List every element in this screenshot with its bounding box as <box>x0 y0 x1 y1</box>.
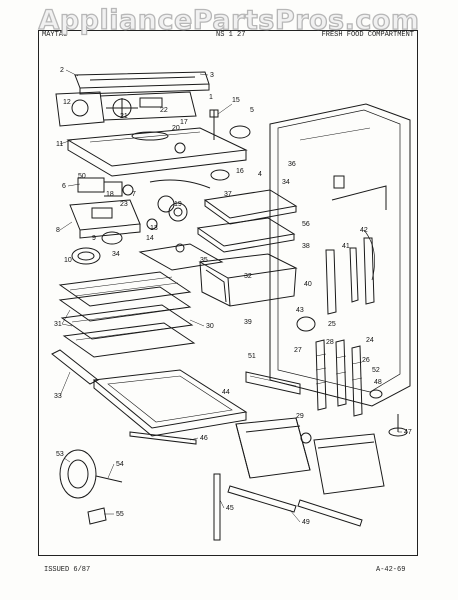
callout-28: 28 <box>326 339 334 346</box>
callout-10: 10 <box>64 257 72 264</box>
callout-44: 44 <box>222 389 230 396</box>
callout-36: 36 <box>288 161 296 168</box>
callout-14: 14 <box>146 235 154 242</box>
callout-9: 9 <box>92 235 96 242</box>
callout-49: 49 <box>302 519 310 526</box>
callout-56: 56 <box>302 221 310 228</box>
leader-lines <box>59 69 402 523</box>
callout-55: 55 <box>116 511 124 518</box>
callout-17: 17 <box>180 119 188 126</box>
callout-8: 8 <box>56 227 60 234</box>
callout-46: 46 <box>200 435 208 442</box>
callout-27: 27 <box>294 347 302 354</box>
callout-30: 30 <box>206 323 214 330</box>
callout-33: 33 <box>54 393 62 400</box>
evaporator-cover-part[interactable] <box>66 127 248 177</box>
callout-6: 6 <box>62 183 66 190</box>
light-socket-part[interactable] <box>146 202 188 230</box>
glass-shelf-part[interactable] <box>196 189 298 253</box>
callout-7: 7 <box>132 191 136 198</box>
callout-29: 29 <box>296 413 304 420</box>
watermark: AppliancePartsPros.com <box>38 4 420 36</box>
wire-shelf-stack-part[interactable] <box>58 271 196 358</box>
callout-15: 15 <box>232 97 240 104</box>
callout-43: 43 <box>296 307 304 314</box>
callout-24: 24 <box>366 337 374 344</box>
callout-41: 41 <box>342 243 350 250</box>
base-grille-part[interactable] <box>245 371 301 395</box>
crisper-cover-part[interactable] <box>92 369 248 437</box>
callout-4: 4 <box>258 171 262 178</box>
callout-47: 47 <box>404 429 412 436</box>
control-bracket-part[interactable] <box>69 199 141 239</box>
callout-31: 31 <box>54 321 62 328</box>
callout-38: 38 <box>302 243 310 250</box>
crisper-ladder-part[interactable] <box>315 339 363 417</box>
header-model: NS 1 27 <box>216 31 246 39</box>
callout-18: 18 <box>106 191 114 198</box>
callout-42: 42 <box>360 227 368 234</box>
callout-22: 22 <box>160 107 168 114</box>
callout-19: 19 <box>174 201 182 208</box>
callout-54: 54 <box>116 461 124 468</box>
callout-48: 48 <box>374 379 382 386</box>
callout-50: 50 <box>78 173 86 180</box>
cabinet-liner-part <box>269 103 411 407</box>
header-section: FRESH FOOD COMPARTMENT <box>321 31 414 39</box>
callout-3: 3 <box>210 72 214 79</box>
crisper-drawer-part[interactable] <box>235 417 385 495</box>
title-strip: MAYTAG NS 1 27 FRESH FOOD COMPARTMENT <box>38 30 418 40</box>
callout-20: 20 <box>172 125 180 132</box>
callout-26: 26 <box>362 357 370 364</box>
meat-keeper-drawer-part[interactable] <box>198 253 298 307</box>
drawing-border <box>38 30 418 556</box>
callout-35: 35 <box>200 257 208 264</box>
callout-32: 32 <box>244 273 252 280</box>
callout-51: 51 <box>248 353 256 360</box>
callout-1: 1 <box>209 94 213 101</box>
shelf-bracket-part[interactable] <box>138 243 224 271</box>
callout-16: 16 <box>236 168 244 175</box>
leveling-leg-part[interactable] <box>369 389 408 437</box>
issued-date: ISSUED 6/87 <box>44 566 91 574</box>
callout-39: 39 <box>244 319 252 326</box>
crisper-handle-part[interactable] <box>227 485 363 527</box>
callout-2: 2 <box>60 67 64 74</box>
divider-bar-part[interactable] <box>213 473 221 541</box>
callout-37: 37 <box>224 191 232 198</box>
callout-34b: 34 <box>112 251 120 258</box>
callout-5: 5 <box>250 107 254 114</box>
callout-12: 12 <box>63 99 71 106</box>
callout-40: 40 <box>304 281 312 288</box>
callout-21: 21 <box>120 113 128 120</box>
control-knob-part[interactable] <box>71 231 123 265</box>
top-cover-part[interactable] <box>74 71 210 95</box>
callout-52: 52 <box>372 367 380 374</box>
callout-25: 25 <box>328 321 336 328</box>
callout-53: 53 <box>56 451 64 458</box>
callout-34a: 34 <box>282 179 290 186</box>
roller-wheel-part[interactable] <box>59 449 123 525</box>
shelf-support-rail-part[interactable] <box>296 237 375 332</box>
diagram-code: A-42-69 <box>376 566 406 574</box>
header-brand: MAYTAG <box>42 31 68 39</box>
callout-23: 23 <box>120 201 128 208</box>
shelf-trim-part[interactable] <box>51 349 197 445</box>
control-housing-part[interactable] <box>55 91 197 127</box>
callout-11: 11 <box>56 141 63 148</box>
callout-13: 13 <box>150 225 158 232</box>
callout-labels: 2 3 1 15 12 22 5 17 20 11 50 6 16 4 36 3… <box>54 67 412 526</box>
callout-45: 45 <box>226 505 234 512</box>
